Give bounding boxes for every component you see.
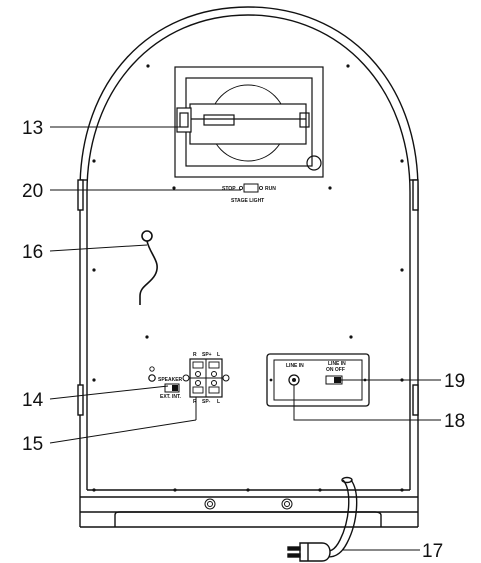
line-in-switch-label: LINE IN [328,361,346,367]
base-fitting-left [204,498,216,510]
leader-lines [49,126,441,551]
stage-switch-stop-label: STOP [222,186,236,192]
power-plug-body [299,542,331,562]
terminal-screw [211,380,217,386]
screw [146,64,150,68]
power-plug-prong-top [287,546,301,551]
base-fitting-left-inner [207,501,213,507]
speaker-switch-knob [148,374,156,382]
line-in-switch-knob [334,377,341,383]
power-plug-prong-bottom [287,553,301,558]
screw [173,488,177,492]
screw [400,488,404,492]
speaker-switch-slider-knob [172,385,178,391]
antenna-ring [141,230,153,242]
stage-switch-run-label: RUN [265,186,276,192]
right-side-tab-upper [412,179,419,211]
battery-compartment-outer [174,66,324,178]
callout-16: 16 [22,242,43,263]
terminal-clip-l-plus[interactable] [208,361,220,369]
screw [318,488,322,492]
stage-switch-run-dot [258,185,263,190]
stage-light-switch[interactable]: STOP RUN STAGE LIGHT [222,183,276,204]
line-in-panel: LINE IN LINE IN ON OFF [266,353,370,407]
callout-14: 14 [22,390,44,411]
terminal-mount-left [182,374,190,382]
speaker-switch-screw [149,366,155,372]
terminal-screw [195,371,201,377]
base-fittings [204,498,293,510]
stage-switch-title: STAGE LIGHT [231,198,264,204]
power-cord-cable-inner [321,479,358,558]
leader-14 [49,385,169,400]
leader-16 [49,244,148,252]
screw [92,268,96,272]
screw [92,159,96,163]
speaker-terminals: R SP+ L R SP- L [182,352,230,405]
screw [246,488,250,492]
leader-15 [49,419,197,444]
battery-clip-left [176,107,192,133]
terminal-l-bottom-label: L [217,399,220,405]
callout-19: 19 [444,371,465,392]
screw [172,186,176,190]
callout-18: 18 [444,411,465,432]
screw [346,64,350,68]
cord-grommet [341,476,353,484]
battery-compartment [174,66,324,178]
terminal-screw [211,371,217,377]
left-side-tab-upper [77,179,84,211]
line-in-on-off-label: ON OFF [326,367,345,373]
terminal-clip-r-plus[interactable] [192,361,204,369]
battery-holder-plate [189,103,307,145]
cabinet-outer-outline [79,6,419,527]
terminal-l-top-label: L [217,352,220,358]
screw [400,268,404,272]
terminal-screw [195,380,201,386]
callout-numbers: 13 20 16 14 15 19 18 17 [22,118,465,562]
right-side-tab-lower [412,384,419,416]
screw [400,159,404,163]
terminal-r-top-label: R [193,352,197,358]
antenna-cable [139,240,158,305]
leader-18 [293,385,441,421]
terminal-sp-plus-label: SP+ [202,352,212,358]
line-in-jack-hole [292,378,296,382]
base-fitting-right [281,498,293,510]
base-fitting-right-inner [284,501,290,507]
screw [92,378,96,382]
terminal-clip-l-minus[interactable] [208,386,220,394]
screw [92,488,96,492]
battery-contact [203,114,235,126]
speaker-switch-label: SPEAKER [158,377,183,383]
callout-20: 20 [22,181,43,202]
speaker-switch[interactable]: SPEAKER EXT. INT. [148,366,183,400]
speaker-switch-ext-int-label: EXT. INT. [160,394,181,400]
stage-switch-slider[interactable] [243,183,259,193]
battery-clip-right [299,112,310,128]
cabinet-inner-outline [86,14,411,490]
left-side-tab-lower [77,384,84,416]
terminal-clip-r-minus[interactable] [192,386,204,394]
battery-knob [306,155,322,171]
antenna-wire [139,230,158,305]
callout-17: 17 [422,541,443,562]
screw [328,186,332,190]
power-cord [287,476,358,562]
terminal-mount-right [222,374,230,382]
terminal-r-bottom-label: R [193,399,197,405]
callout-15: 15 [22,434,43,455]
screw [349,335,353,339]
line-in-jack-label: LINE IN [286,363,304,369]
callout-13: 13 [22,118,43,139]
line-in-panel-screw-left [269,378,273,382]
screws [92,64,404,492]
stage-switch-stop-dot [238,185,243,190]
screw [145,335,149,339]
terminal-sp-minus-label: SP- [202,399,211,405]
base-feet-cutout [114,511,382,527]
